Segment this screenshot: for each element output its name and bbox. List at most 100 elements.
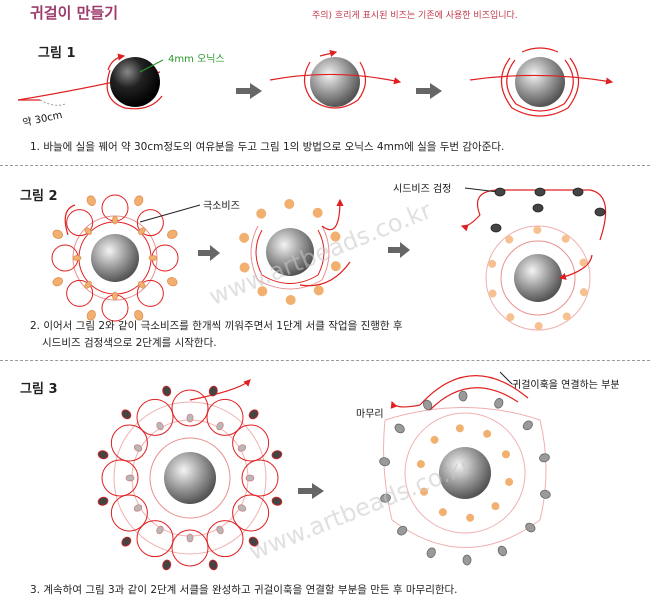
seed-bead-orange xyxy=(285,294,296,305)
seed-bead-black xyxy=(534,187,546,197)
seed-bead-orange xyxy=(505,477,514,486)
outer-loop xyxy=(232,494,270,532)
seed-bead-orange xyxy=(501,450,510,459)
seed-bead-orange xyxy=(72,255,82,261)
bead xyxy=(164,452,216,504)
divider xyxy=(0,360,650,361)
seed-bead-gray xyxy=(216,421,224,431)
seed-beads-gray xyxy=(125,413,255,543)
seed-bead-orange xyxy=(330,231,341,242)
seed-bead-orange xyxy=(505,235,514,244)
outer-loops xyxy=(101,389,279,567)
seed-bead-black xyxy=(97,496,109,506)
seed-bead-gray xyxy=(539,453,550,463)
seed-bead-gray xyxy=(494,398,504,409)
fig1-label: 그림 1 xyxy=(38,46,76,61)
seed-bead-gray xyxy=(380,493,391,503)
bead xyxy=(439,447,491,499)
seed-bead-black xyxy=(97,450,109,460)
seed-beads-orange xyxy=(52,195,178,321)
seed-beads-orange xyxy=(488,226,588,330)
fig2-seed-callout: 시드비즈 검정 xyxy=(393,184,452,195)
bead xyxy=(514,254,562,302)
petal-loop xyxy=(66,279,94,307)
seed-bead-orange xyxy=(148,255,158,261)
seed-bead-orange xyxy=(84,281,92,289)
seed-bead-orange xyxy=(284,199,295,210)
outer-loop xyxy=(136,398,174,436)
fig2-step-line1: 2. 이어서 그림 2와 같이 극소비즈를 한개씩 끼워주면서 1단계 서클 작… xyxy=(30,320,403,332)
seed-bead-gray xyxy=(186,533,194,543)
seed-bead-orange xyxy=(483,429,492,438)
seed-bead-gray xyxy=(133,504,143,512)
seed-bead-orange xyxy=(167,229,178,239)
seed-bead-gray xyxy=(458,390,468,402)
seed-bead-gray xyxy=(216,525,224,535)
outer-loop xyxy=(101,459,139,497)
next-arrow xyxy=(236,83,262,99)
divider xyxy=(0,165,650,166)
outer-loop xyxy=(232,424,270,462)
seed-bead-gray xyxy=(133,444,143,452)
seed-bead-black xyxy=(494,187,506,197)
seed-bead-orange xyxy=(430,435,439,444)
seed-beads-black xyxy=(490,187,606,233)
seed-bead-orange xyxy=(86,195,96,206)
bead xyxy=(515,57,565,107)
seed-bead-black xyxy=(248,409,259,420)
bead xyxy=(310,57,360,107)
seed-bead-black xyxy=(572,187,584,197)
seed-bead-black xyxy=(208,385,218,397)
seed-bead-black xyxy=(532,203,544,213)
seed-bead-orange xyxy=(438,508,447,517)
seed-bead-gray xyxy=(186,413,194,423)
seed-bead-gray xyxy=(497,545,507,557)
seed-bead-orange xyxy=(416,460,425,469)
seed-bead-gray xyxy=(540,489,551,499)
seed-bead-orange xyxy=(488,289,497,298)
bead xyxy=(91,234,139,282)
seed-bead-orange xyxy=(312,207,323,218)
seed-bead-orange xyxy=(313,285,324,296)
seed-bead-black xyxy=(121,409,132,420)
seed-bead-orange xyxy=(134,310,144,321)
fig3-label: 그림 3 xyxy=(20,382,58,397)
next-arrow xyxy=(198,245,220,261)
seed-bead-orange xyxy=(330,261,341,272)
seed-bead-orange xyxy=(506,313,515,322)
next-arrow xyxy=(416,83,442,99)
fig2-art xyxy=(51,187,607,331)
fig2-step-line2: 시드비즈 검정색으로 2단계를 시작한다. xyxy=(42,337,217,349)
seed-bead-orange xyxy=(562,312,571,321)
seed-bead-gray xyxy=(237,444,247,452)
seed-bead-orange xyxy=(112,215,118,225)
page-title: 귀걸이 만들기 xyxy=(30,4,119,22)
fig2-label: 그림 2 xyxy=(20,189,58,204)
fig1-art xyxy=(17,47,614,117)
outer-loop xyxy=(136,520,174,558)
seed-bead-gray xyxy=(125,474,135,482)
petal-loop xyxy=(136,279,164,307)
seed-beads-gray xyxy=(379,390,551,566)
outer-loop xyxy=(171,389,209,427)
seed-bead-orange xyxy=(533,226,542,235)
fig3-art xyxy=(97,371,551,571)
seed-bead-gray xyxy=(156,421,164,431)
seed-bead-orange xyxy=(579,288,588,297)
outer-loop xyxy=(171,529,209,567)
seed-bead-gray xyxy=(397,525,408,536)
seed-bead-orange xyxy=(561,234,570,243)
seed-bead-gray xyxy=(462,554,472,566)
outer-loop xyxy=(241,459,279,497)
seed-bead-black xyxy=(162,385,172,397)
seed-bead-orange xyxy=(420,487,429,496)
seed-bead-orange xyxy=(488,259,497,268)
seed-beads-orange xyxy=(416,424,514,522)
seed-bead-black xyxy=(121,536,132,547)
petal-loop xyxy=(136,209,164,237)
seed-bead-black xyxy=(490,223,502,233)
seed-bead-orange xyxy=(86,310,96,321)
fig3-step: 3. 계속하여 그림 3과 같이 2단계 서클을 완성하고 귀걸이훅을 연결할 … xyxy=(30,584,458,596)
seed-bead-black xyxy=(594,207,606,217)
seed-bead-orange xyxy=(455,424,464,433)
